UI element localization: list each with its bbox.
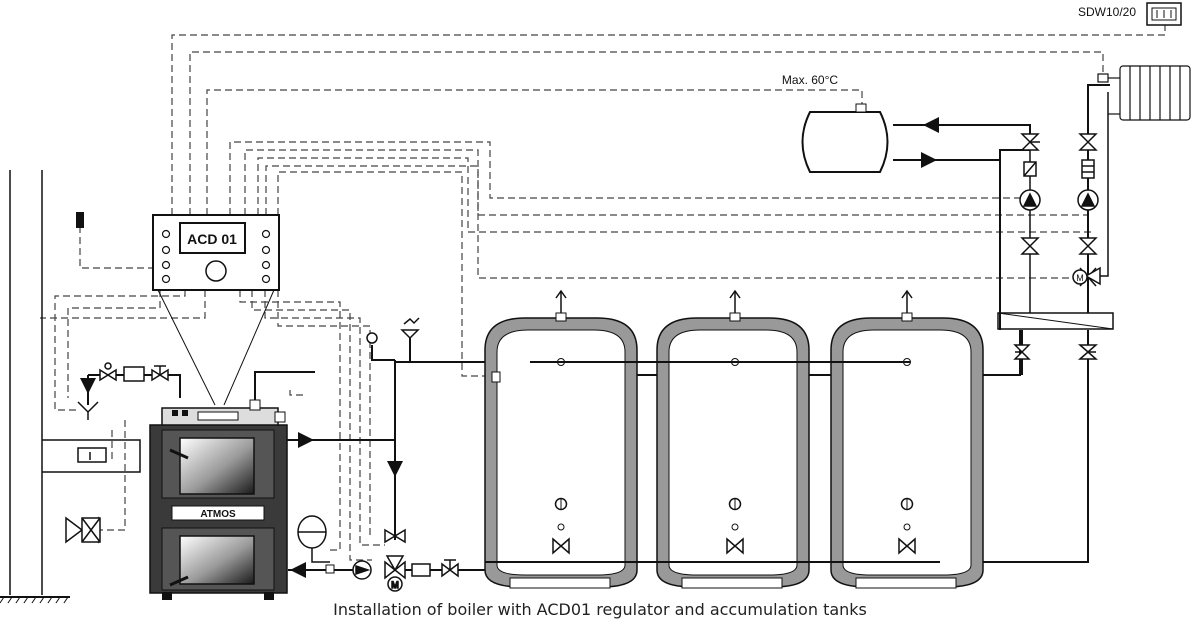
boiler-nameplate: [171, 505, 265, 521]
heating-mixing-motor-icon: [1072, 269, 1088, 285]
flow-arrows: [80, 117, 940, 578]
regulator-knob: [205, 260, 227, 282]
regulator-acd01: ACD 01: [152, 214, 280, 291]
regulator-display: [179, 222, 246, 254]
expansion-vessel-icon: [297, 515, 330, 563]
thermometer-icon: [366, 332, 378, 344]
svg-text:M: M: [1076, 273, 1084, 283]
outdoor-sensor-icon: [76, 212, 84, 228]
relief-valve-icon: [400, 317, 420, 340]
boiler-brand: ATMOS: [200, 509, 236, 520]
regulator-label: ACD 01: [187, 231, 237, 247]
accumulation-tank-2: [656, 289, 810, 589]
accumulation-tank-3: [830, 289, 984, 589]
dhw-circuit: [1019, 133, 1041, 313]
mixing-motor-icon: [387, 576, 403, 592]
filter-icon: [411, 563, 431, 577]
heating-filter-icon: [1081, 159, 1095, 179]
svg-text:M: M: [391, 580, 399, 590]
room-unit-sdw: SDW10/20: [1078, 2, 1182, 26]
boiler-lower-door: [179, 535, 255, 585]
wall: [0, 170, 141, 604]
damper-valve-icon: [65, 516, 101, 544]
hot-water-tank: Max. 60°C: [782, 73, 889, 173]
safety-valve-group: [77, 362, 169, 420]
diagram-caption: Installation of boiler with ACD01 regula…: [333, 600, 867, 619]
regulator-to-boiler-lines: [157, 289, 275, 406]
boiler: ATMOS: [149, 399, 288, 600]
radiator: [1097, 65, 1191, 121]
heating-circuit: M: [1013, 92, 1109, 360]
control-wiring: [40, 24, 1166, 561]
accumulation-tank-1: [484, 289, 638, 589]
boiler-upper-door: [179, 437, 255, 495]
room-unit-label: SDW10/20: [1078, 5, 1136, 19]
wall-box: [77, 447, 107, 463]
hot-water-max-temp: Max. 60°C: [782, 73, 838, 87]
boiler-pump-group: M: [352, 528, 459, 592]
